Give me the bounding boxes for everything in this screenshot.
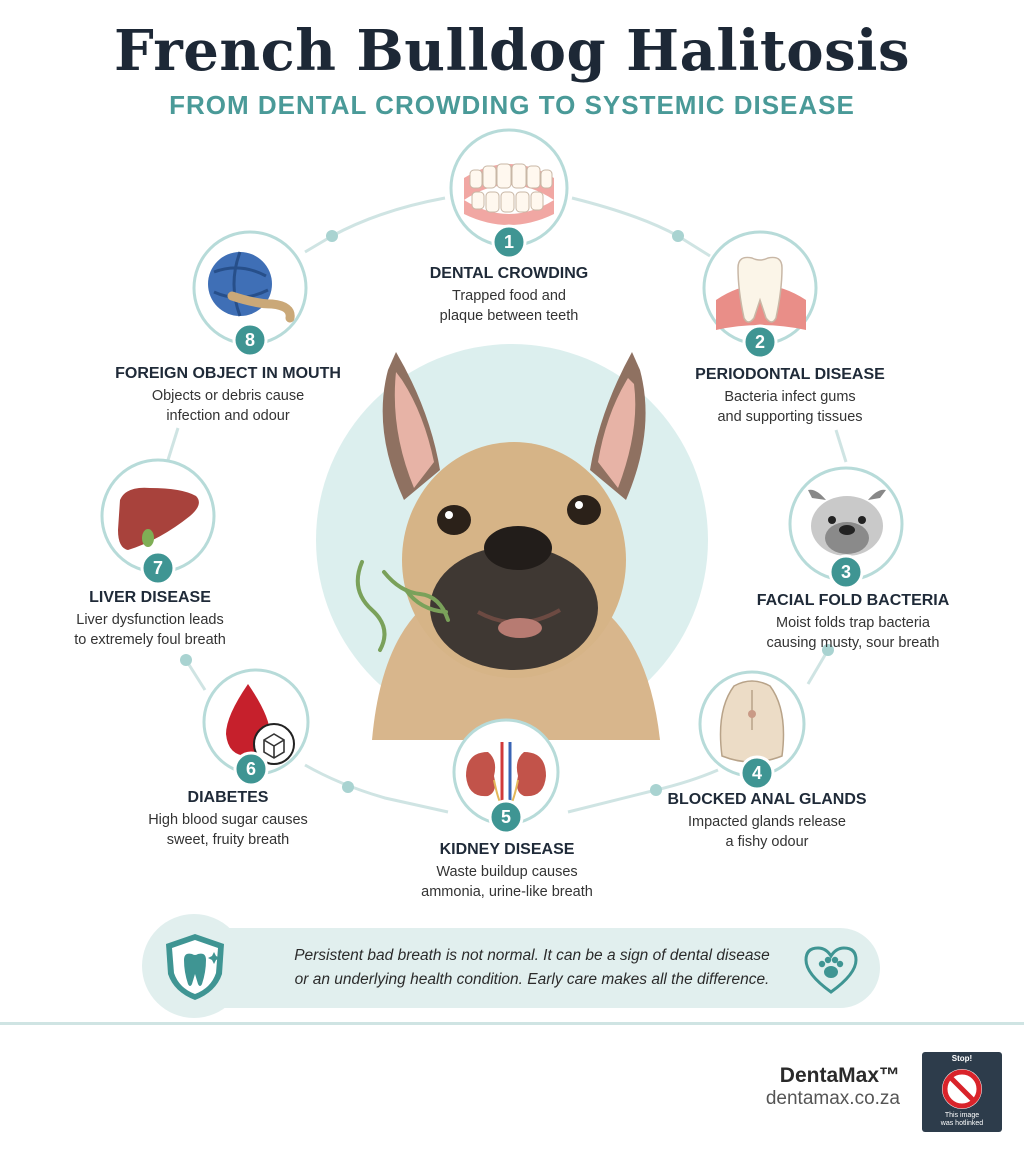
connector-dots — [180, 230, 834, 796]
brand-url[interactable]: dentamax.co.za — [765, 1088, 900, 1109]
center-dog-illustration — [316, 344, 708, 740]
step-title: DENTAL CROWDING — [429, 265, 589, 282]
badge-stop-label: Stop! — [951, 1054, 973, 1063]
step-desc: causing musty, sour breath — [766, 635, 940, 651]
step-desc: plaque between teeth — [439, 308, 579, 324]
page-subtitle: FROM DENTAL CROWDING TO SYSTEMIC DISEASE — [169, 90, 855, 120]
step-kidney-disease: KIDNEY DISEASE Waste buildup causes ammo… — [392, 841, 622, 902]
step-desc: ammonia, urine-like breath — [421, 884, 593, 900]
badge-number-7: 7 — [153, 558, 163, 578]
banner-line-1: Persistent bad breath is not normal. It … — [294, 947, 770, 964]
step-desc: Impacted glands release — [688, 814, 846, 830]
dog-rear-icon — [698, 670, 806, 778]
banner-line-2: or an underlying health condition. Early… — [294, 971, 770, 988]
step-desc: a fishy odour — [725, 834, 809, 850]
step-title: BLOCKED ANAL GLANDS — [667, 791, 867, 808]
step-title: LIVER DISEASE — [89, 589, 211, 606]
step-desc: infection and odour — [166, 408, 290, 424]
step-dental-crowding: DENTAL CROWDING Trapped food and plaque … — [399, 265, 619, 326]
step-periodontal-disease: PERIODONTAL DISEASE Bacteria infect gums… — [680, 366, 900, 427]
badge-caption-line-2: was hotlinked — [940, 1120, 984, 1127]
step-liver-disease: LIVER DISEASE Liver dysfunction leads to… — [40, 589, 260, 650]
step-title: FOREIGN OBJECT IN MOUTH — [115, 365, 341, 382]
footer-divider — [0, 1022, 1024, 1025]
number-labels: 1 2 3 4 5 6 7 8 — [153, 232, 851, 827]
step-desc: Trapped food and — [452, 288, 566, 304]
number-badges — [140, 224, 864, 835]
step-foreign-object: FOREIGN OBJECT IN MOUTH Objects or debri… — [108, 365, 348, 426]
step-facial-fold-bacteria: FACIAL FOLD BACTERIA Moist folds trap ba… — [740, 592, 966, 653]
tooth-gum-icon — [702, 230, 818, 346]
step-desc: Moist folds trap bacteria — [776, 615, 930, 631]
page-title: French Bulldog Halitosis — [114, 18, 910, 84]
badge-number-3: 3 — [841, 562, 851, 582]
heart-paw-icon — [804, 946, 858, 994]
step-desc: Bacteria infect gums — [724, 389, 856, 405]
odour-lines — [355, 560, 450, 652]
kidneys-icon — [452, 718, 560, 826]
badge-number-6: 6 — [246, 759, 256, 779]
blood-drop-sugar-icon — [202, 668, 310, 776]
step-title: PERIODONTAL DISEASE — [695, 366, 885, 383]
step-desc: Liver dysfunction leads — [76, 612, 224, 628]
teeth-icon — [449, 128, 569, 248]
bulldog-face-icon — [788, 466, 904, 582]
info-banner — [150, 928, 880, 1008]
step-blocked-anal-glands: BLOCKED ANAL GLANDS Impacted glands rele… — [657, 791, 877, 852]
brand-name: DentaMax™ — [779, 1064, 900, 1087]
step-title: DIABETES — [187, 789, 269, 806]
badge-number-1: 1 — [504, 232, 514, 252]
badge-number-8: 8 — [245, 330, 255, 350]
badge-caption: This image was hotlinked — [922, 1112, 1002, 1128]
step-diabetes: DIABETES High blood sugar causes sweet, … — [118, 789, 338, 850]
badge-caption-line-1: This image — [944, 1112, 980, 1119]
step-desc: to extremely foul breath — [74, 632, 226, 648]
badge-number-4: 4 — [752, 763, 762, 783]
shield-tooth-icon — [166, 934, 224, 1000]
badge-number-5: 5 — [501, 807, 511, 827]
step-desc: sweet, fruity breath — [166, 832, 290, 848]
step-title: KIDNEY DISEASE — [439, 841, 575, 858]
step-desc: Waste buildup causes — [436, 864, 578, 880]
ball-rope-toy-icon — [192, 230, 308, 346]
hotlink-badge: Stop! This image was hotlinked — [922, 1052, 1002, 1132]
step-title: FACIAL FOLD BACTERIA — [756, 592, 950, 609]
step-desc: High blood sugar causes — [148, 812, 308, 828]
step-desc: Objects or debris cause — [151, 388, 305, 404]
step-desc: and supporting tissues — [717, 409, 863, 425]
badge-number-2: 2 — [755, 332, 765, 352]
prohibited-icon — [942, 1069, 982, 1109]
banner-message: Persistent bad breath is not normal. It … — [262, 944, 802, 992]
